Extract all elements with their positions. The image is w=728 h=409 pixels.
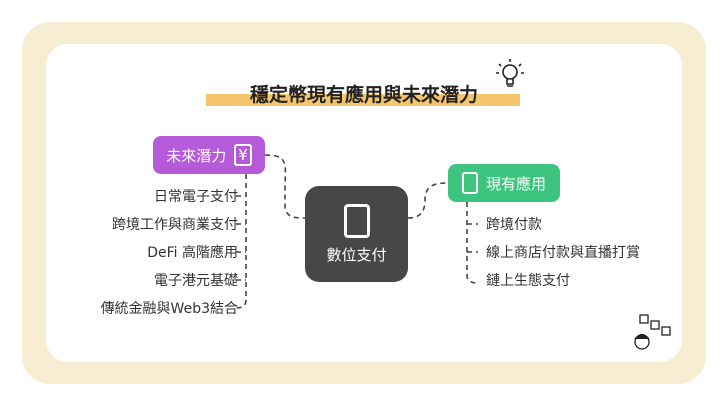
current-label: 現有應用 [485,174,546,193]
title-highlight [206,94,520,106]
yen-scan-icon: ¥ [234,144,252,166]
future-item: 傳統金融與Web3結合 [100,301,238,317]
future-item: 日常電子支付 [154,189,238,205]
future-item: 跨境工作與商業支付 [112,217,238,233]
future-item: 電子港元基礎 [154,273,238,289]
future-label: 未來潛力 [166,146,227,165]
current-applications-node: 現有應用 [448,164,560,202]
center-label: 數位支付 [326,245,387,264]
current-item: 跨境付款 [486,217,542,233]
brand-logo [634,314,671,350]
digital-payment-node: 數位支付 [305,186,408,282]
page-title: 穩定幣現有應用與未來潛力 [249,84,478,106]
current-item: 線上商店付款與直播打賞 [486,245,640,261]
current-item: 鏈上生態支付 [486,273,570,289]
future-item: DeFi 高階應用 [147,245,238,261]
future-potential-node: 未來潛力 ¥ [153,136,265,174]
bank-phone-icon [461,172,478,194]
mobile-payment-icon [343,203,370,238]
lightbulb-icon [496,59,524,87]
